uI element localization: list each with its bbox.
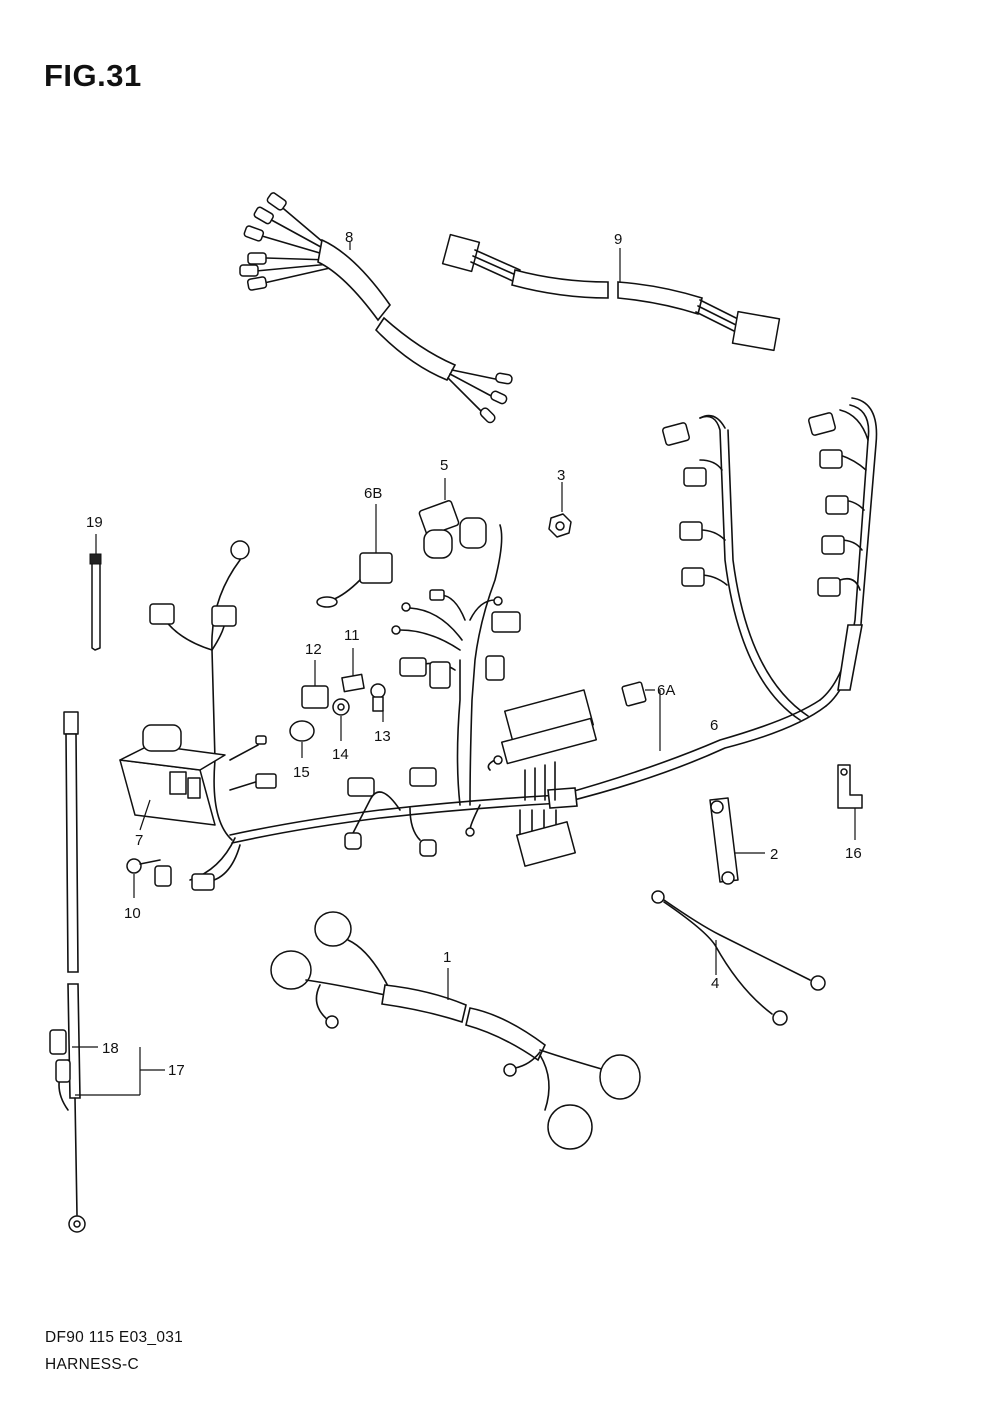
part-14-collar	[332, 698, 350, 741]
part-17-cable	[49, 711, 165, 1233]
callout-18: 18	[102, 1040, 119, 1057]
part-16-bracket	[837, 764, 863, 840]
callout-6b: 6B	[364, 485, 382, 502]
figure-title: FIG.31	[44, 58, 142, 93]
callout-14: 14	[332, 746, 349, 763]
callout-15: 15	[293, 764, 310, 781]
callout-4: 4	[711, 975, 719, 992]
part-1-sub-harness	[270, 911, 641, 1150]
callout-13: 13	[374, 728, 391, 745]
part-6a-fuse	[621, 681, 655, 707]
callout-5: 5	[440, 457, 448, 474]
part-6-main-harness	[149, 397, 878, 891]
part-6b-relay	[316, 504, 393, 608]
callout-17: 17	[168, 1062, 185, 1079]
part-19-cable-tie	[89, 534, 102, 651]
callout-6a: 6A	[657, 682, 675, 699]
callout-labels: 1 2 3 4 5 6 6A 6B 7 8 9 10 11 12 13 14 1…	[86, 229, 862, 1079]
callout-10: 10	[124, 905, 141, 922]
part-9-cable	[441, 233, 781, 352]
part-5-boot	[418, 478, 487, 559]
callout-12: 12	[305, 641, 322, 658]
callout-11: 11	[344, 627, 360, 644]
callout-7: 7	[135, 832, 143, 849]
callout-3: 3	[557, 467, 565, 484]
callout-1: 1	[443, 949, 451, 966]
callout-16: 16	[845, 845, 862, 862]
callout-2: 2	[770, 846, 778, 863]
drawing-name: HARNESS-C	[45, 1356, 139, 1373]
part-7-unit	[119, 724, 226, 831]
part-2-strap	[709, 797, 765, 885]
drawing-code: DF90 115 E03_031	[45, 1329, 184, 1346]
part-3-nut	[548, 482, 572, 538]
callout-9: 9	[614, 231, 622, 248]
part-4-ground-wire	[651, 890, 826, 1026]
part-10-screw	[126, 858, 161, 898]
part-15-cap	[289, 720, 315, 758]
part-12-clip	[301, 660, 329, 709]
part-13-screw	[370, 683, 386, 722]
part-8-harness	[239, 192, 513, 424]
part-11-bracket	[341, 648, 365, 693]
callout-8: 8	[345, 229, 353, 246]
callout-6: 6	[710, 717, 718, 734]
callout-19: 19	[86, 514, 103, 531]
